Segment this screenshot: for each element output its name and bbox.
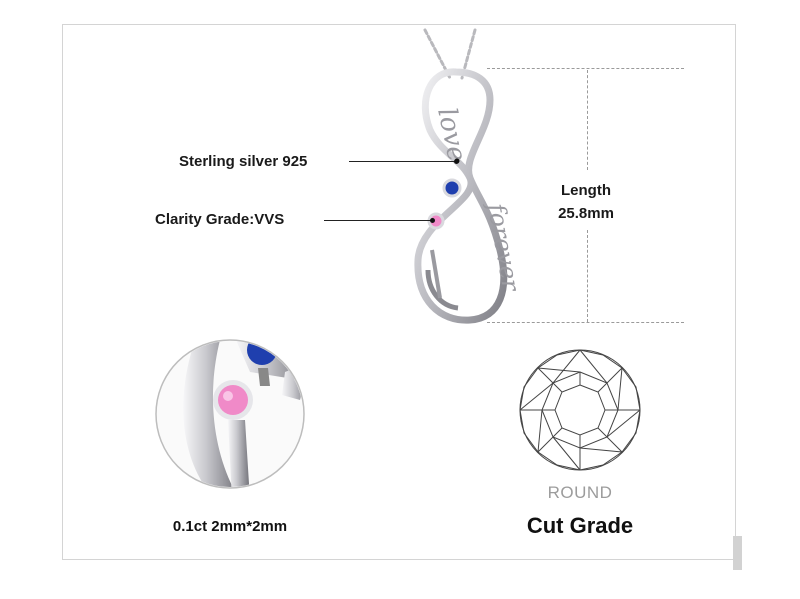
product-frame [62,24,736,560]
pink-stone [427,212,445,230]
material-leader-dot [454,159,459,164]
stone-size-label: 0.1ct 2mm*2mm [172,518,288,535]
scrollbar-thumb[interactable] [733,536,742,570]
clarity-label: Clarity Grade:VVS [155,211,285,228]
cut-shape-label: ROUND [547,483,613,502]
clarity-leader-line [324,220,432,221]
material-label: Sterling silver 925 [179,153,308,170]
dimension-vertical-line [587,70,588,170]
material-leader-line [349,161,455,162]
dimension-top-line [487,68,684,69]
dimension-vertical-line-lower [587,230,588,322]
length-title: Length [561,182,611,199]
sapphire-stone [442,178,462,198]
cut-grade-label: Cut Grade [526,513,634,538]
length-value: 25.8mm [558,205,614,222]
clarity-leader-dot [430,218,435,223]
dimension-bottom-line [487,322,684,323]
